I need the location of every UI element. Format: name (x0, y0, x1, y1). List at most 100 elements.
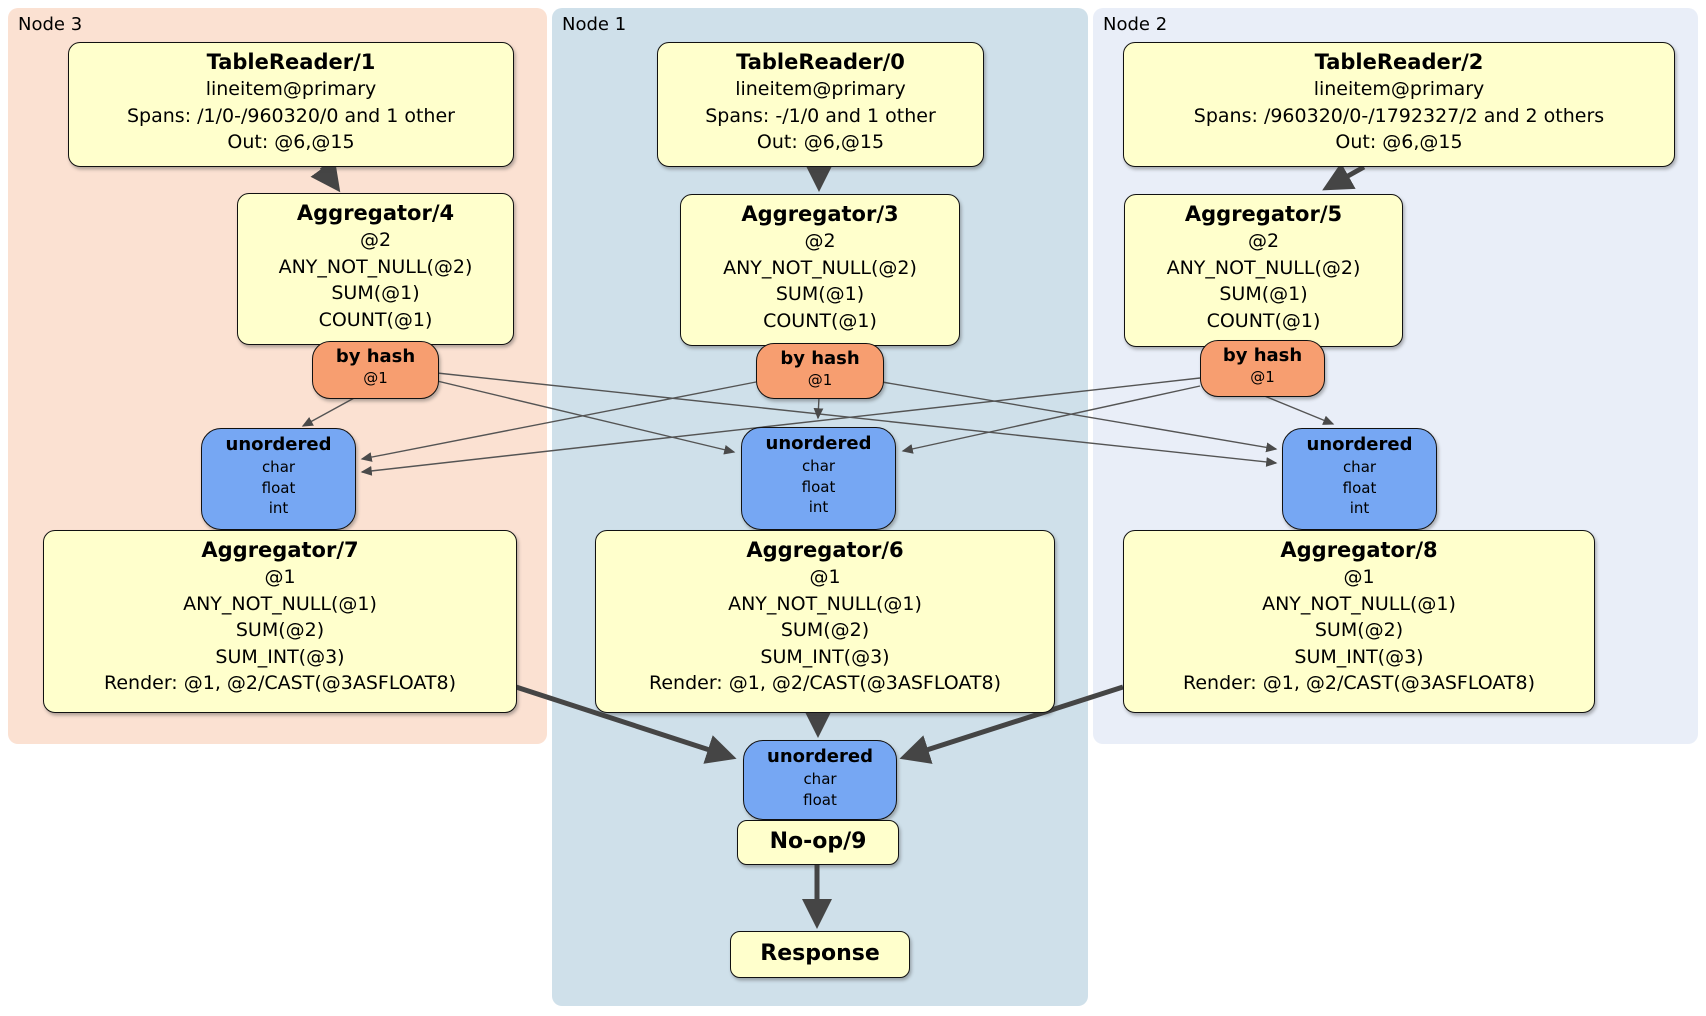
table-reader-box: TableReader/1 lineitem@primary Spans: /1… (68, 42, 514, 167)
box-title: Aggregator/6 (746, 538, 904, 562)
sync-line: float (1342, 478, 1377, 497)
table-reader-box: TableReader/0 lineitem@primary Spans: -/… (657, 42, 984, 167)
edge-router2-sync1 (901, 385, 1201, 454)
table-reader-box: TableReader/2 lineitem@primary Spans: /9… (1123, 42, 1675, 167)
box-line: SUM(@1) (1219, 283, 1308, 305)
table-reader-out: Out: @6,@15 (1335, 131, 1463, 153)
box-line: SUM_INT(@3) (1294, 645, 1424, 668)
aggregator-box: Aggregator/5 @2 ANY_NOT_NULL(@2) SUM(@1)… (1124, 194, 1403, 347)
edge-tr1-agg4 (310, 159, 341, 193)
edge-router1-sync3 (360, 381, 757, 462)
sync-line: char (801, 457, 836, 475)
table-reader-spans: Spans: /960320/0-/1792327/2 and 2 others (1193, 104, 1605, 127)
hash-router: by hash @1 (756, 343, 884, 399)
box-title: Aggregator/7 (201, 538, 359, 562)
aggregator-box: Aggregator/8 @1 ANY_NOT_NULL(@1) SUM(@2)… (1123, 530, 1595, 713)
unordered-sync: unordered char float int (1282, 428, 1437, 530)
edge-router1-sync1 (813, 396, 824, 420)
sync-line: float (261, 478, 296, 497)
box-title: TableReader/1 (206, 50, 376, 74)
sync-line: int (1349, 499, 1370, 517)
aggregator-box: Aggregator/7 @1 ANY_NOT_NULL(@1) SUM(@2)… (43, 530, 517, 713)
box-title: Aggregator/8 (1280, 538, 1438, 562)
edge-router3-sync2 (436, 372, 1278, 467)
router-detail: @1 (807, 371, 833, 389)
box-title: TableReader/2 (1314, 50, 1484, 74)
edge-router2-sync3 (360, 377, 1201, 476)
region-label-node2: Node 2 (1103, 14, 1168, 35)
noop-box: No-op/9 (737, 820, 899, 865)
router-detail: @1 (363, 369, 388, 387)
box-line: SUM(@2) (235, 619, 325, 641)
box-line: @1 (809, 566, 841, 588)
box-line: SUM(@2) (780, 619, 870, 641)
sync-line: char (803, 770, 837, 788)
table-reader-spans: Spans: /1/0-/960320/0 and 1 other (127, 104, 455, 127)
box-line: ANY_NOT_NULL(@1) (1262, 592, 1456, 615)
box-line: @2 (359, 229, 392, 251)
box-line: Render: @1, @2/CAST(@3ASFLOAT8) (104, 672, 456, 694)
response-box: Response (730, 931, 910, 978)
sync-line: char (261, 458, 296, 476)
box-title: Aggregator/3 (741, 202, 899, 226)
aggregator-box: Aggregator/4 @2 ANY_NOT_NULL(@2) SUM(@1)… (237, 193, 514, 345)
hash-router: by hash @1 (1200, 340, 1325, 397)
sync-line: int (268, 499, 289, 517)
sync-title: unordered (767, 746, 873, 767)
box-line: ANY_NOT_NULL(@1) (183, 592, 377, 615)
box-line: COUNT(@1) (1206, 309, 1321, 332)
box-title: TableReader/0 (736, 50, 905, 74)
sync-line: char (1342, 458, 1377, 476)
sync-line: float (801, 477, 836, 496)
box-line: ANY_NOT_NULL(@2) (1166, 256, 1361, 279)
box-line: COUNT(@1) (318, 308, 433, 331)
router-detail: @1 (1250, 368, 1275, 386)
router-title: by hash (1222, 345, 1303, 366)
sync-title: unordered (225, 434, 332, 455)
table-reader-index: lineitem@primary (1313, 78, 1485, 100)
box-line: ANY_NOT_NULL(@1) (728, 592, 922, 615)
box-line: Render: @1, @2/CAST(@3ASFLOAT8) (649, 672, 1001, 694)
table-reader-index: lineitem@primary (735, 78, 906, 100)
table-reader-out: Out: @6,@15 (227, 131, 355, 153)
aggregator-box: Aggregator/6 @1 ANY_NOT_NULL(@1) SUM(@2)… (595, 530, 1055, 713)
sync-title: unordered (1306, 434, 1413, 455)
final-unordered-sync: unordered char float (743, 740, 897, 820)
box-line: SUM_INT(@3) (215, 645, 345, 668)
box-line: SUM(@1) (775, 283, 865, 305)
edge-agg8-sync (899, 684, 1124, 764)
region-label-node3: Node 3 (18, 14, 83, 35)
box-line: SUM_INT(@3) (760, 645, 890, 668)
box-line: @1 (1343, 566, 1375, 588)
region-label-node1: Node 1 (562, 14, 627, 35)
sync-line: float (803, 790, 837, 809)
unordered-sync: unordered char float int (201, 428, 356, 530)
box-line: Render: @1, @2/CAST(@3ASFLOAT8) (1183, 672, 1535, 694)
box-line: ANY_NOT_NULL(@2) (278, 255, 473, 278)
box-line: SUM(@2) (1314, 619, 1404, 641)
unordered-sync: unordered char float int (741, 427, 896, 530)
table-reader-spans: Spans: -/1/0 and 1 other (705, 104, 936, 127)
router-title: by hash (335, 346, 416, 367)
aggregator-box: Aggregator/3 @2 ANY_NOT_NULL(@2) SUM(@1)… (680, 194, 960, 346)
edge-agg7-sync (515, 684, 737, 764)
edge-router3-sync3 (301, 396, 357, 427)
box-title: Aggregator/4 (296, 201, 455, 225)
table-reader-index: lineitem@primary (205, 78, 377, 100)
edge-tr2-agg5 (1322, 162, 1366, 191)
box-line: COUNT(@1) (763, 309, 877, 332)
box-title: Aggregator/5 (1184, 202, 1343, 226)
edge-router1-sync2 (881, 381, 1278, 453)
box-line: @2 (1247, 230, 1280, 252)
box-line: @1 (264, 566, 296, 588)
sync-line: int (808, 498, 829, 516)
router-title: by hash (780, 348, 860, 369)
table-reader-out: Out: @6,@15 (756, 131, 885, 153)
box-line: SUM(@1) (331, 282, 420, 304)
edge-router2-sync2 (1261, 394, 1335, 425)
hash-router: by hash @1 (312, 341, 439, 399)
box-line: @2 (804, 230, 836, 252)
box-line: ANY_NOT_NULL(@2) (723, 256, 917, 279)
